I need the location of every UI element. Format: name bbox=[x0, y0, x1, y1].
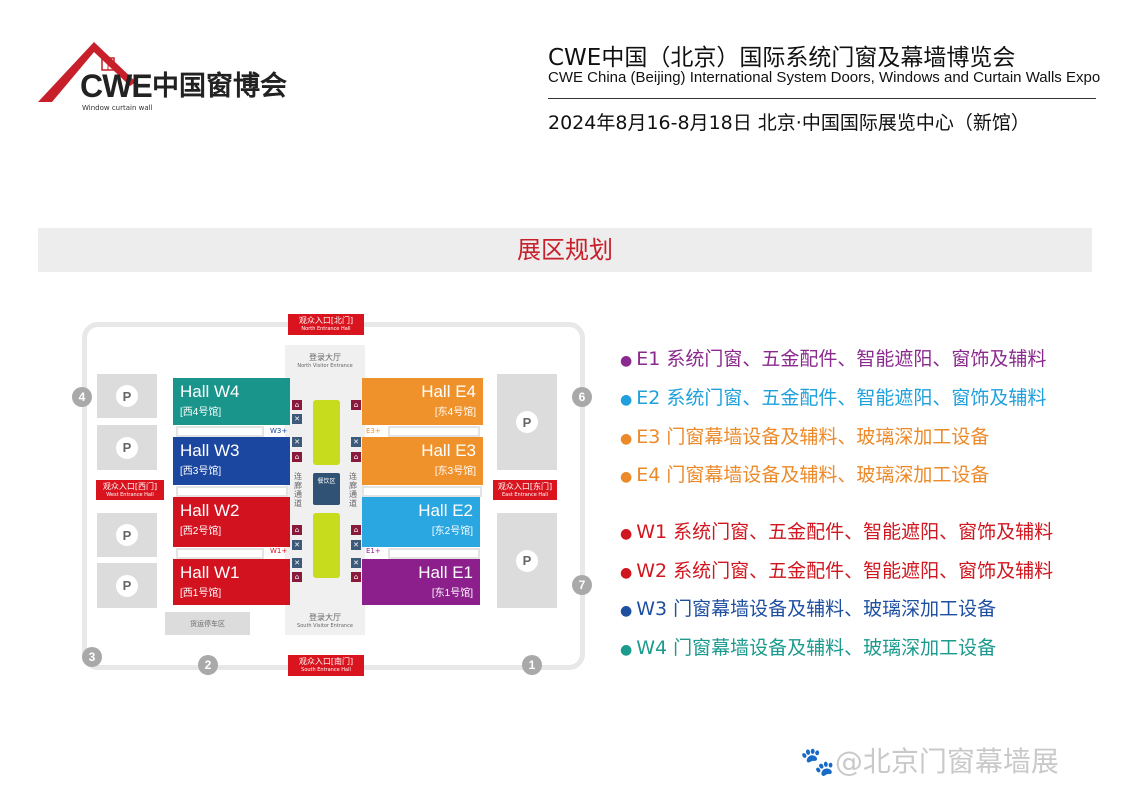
hall-w4[interactable]: Hall W4[西4号馆] bbox=[173, 378, 290, 425]
connector-w1: W1+ bbox=[270, 547, 288, 555]
hall-corridor bbox=[176, 548, 264, 559]
logo-tagline: Window curtain wall bbox=[82, 104, 153, 112]
hall-e4[interactable]: Hall E4[东4号馆] bbox=[362, 378, 483, 425]
gate-marker-1: 1 bbox=[522, 655, 542, 675]
service-icon: ⌂ bbox=[292, 572, 302, 582]
legend-item-e4: ●E4 门窗幕墙设备及辅料、玻璃深加工设备 bbox=[620, 464, 990, 486]
service-icon: ⌂ bbox=[351, 452, 361, 462]
page-subtitle: CWE China (Beijing) International System… bbox=[548, 69, 1101, 86]
hall-corridor bbox=[362, 486, 482, 497]
gate-marker-2: 2 bbox=[198, 655, 218, 675]
parking-icon: P bbox=[116, 436, 138, 459]
service-icon: ⌂ bbox=[292, 452, 302, 462]
corridor-label: 连廊通道 bbox=[349, 472, 357, 508]
logo-brand: CWE bbox=[80, 68, 153, 104]
parking-icon: P bbox=[116, 574, 138, 597]
restroom-icon: ✕ bbox=[292, 414, 302, 424]
legend-item-w4: ●W4 门窗幕墙设备及辅料、玻璃深加工设备 bbox=[620, 637, 997, 659]
service-icon: ⌂ bbox=[292, 525, 302, 535]
restroom-icon: ✕ bbox=[292, 558, 302, 568]
parking-icon: P bbox=[516, 549, 538, 572]
connector-w3: W3+ bbox=[270, 427, 288, 435]
divider bbox=[548, 98, 1096, 99]
hall-w3[interactable]: Hall W3[西3号馆] bbox=[173, 437, 290, 485]
paw-icon: 🐾 bbox=[800, 745, 835, 778]
west-entrance[interactable]: 观众入口[西门]West Entrance Hall bbox=[96, 480, 164, 500]
corridor-label: 连廊通道 bbox=[294, 472, 302, 508]
hall-corridor bbox=[388, 548, 480, 559]
hall-e1[interactable]: Hall E1[东1号馆] bbox=[362, 559, 480, 605]
section-title: 展区规划 bbox=[38, 228, 1092, 272]
hall-w1[interactable]: Hall W1[西1号馆] bbox=[173, 559, 290, 605]
hall-corridor bbox=[176, 426, 264, 437]
parking-icon: P bbox=[116, 385, 138, 407]
north-entrance[interactable]: 观众入口[北门]North Entrance Hall bbox=[288, 314, 364, 335]
legend-item-e3: ●E3 门窗幕墙设备及辅料、玻璃深加工设备 bbox=[620, 426, 990, 448]
parking-lot: P bbox=[97, 563, 157, 608]
legend-item-w3: ●W3 门窗幕墙设备及辅料、玻璃深加工设备 bbox=[620, 598, 997, 620]
rest-area bbox=[313, 400, 340, 465]
gate-marker-4: 4 bbox=[72, 387, 92, 407]
gate-marker-7: 7 bbox=[572, 575, 592, 595]
east-entrance[interactable]: 观众入口[东门]East Entrance Hall bbox=[493, 480, 557, 500]
parking-lot: P bbox=[97, 374, 157, 418]
restroom-icon: ✕ bbox=[292, 437, 302, 447]
legend-item-w2: ●W2 系统门窗、五金配件、智能遮阳、窗饰及辅料 bbox=[620, 560, 1054, 582]
hall-e2[interactable]: Hall E2[东2号馆] bbox=[362, 497, 480, 547]
restroom-icon: ✕ bbox=[351, 540, 361, 550]
rest-area bbox=[313, 513, 340, 578]
logo-roof-icon bbox=[38, 42, 136, 102]
south-entrance[interactable]: 观众入口[南门]South Entrance Hall bbox=[288, 655, 364, 676]
parking-icon: P bbox=[516, 411, 538, 433]
legend-item-w1: ●W1 系统门窗、五金配件、智能遮阳、窗饰及辅料 bbox=[620, 521, 1054, 543]
connector-e1: E1+ bbox=[366, 547, 381, 555]
parking-lot: P bbox=[97, 425, 157, 470]
hall-w2[interactable]: Hall W2[西2号馆] bbox=[173, 497, 290, 547]
parking-lot: P bbox=[497, 513, 557, 608]
gate-marker-3: 3 bbox=[82, 647, 102, 667]
dining-area: 餐饮区 bbox=[313, 473, 340, 505]
legend-item-e1: ●E1 系统门窗、五金配件、智能遮阳、窗饰及辅料 bbox=[620, 348, 1047, 370]
parking-lot: P bbox=[97, 513, 157, 557]
service-icon: ⌂ bbox=[351, 525, 361, 535]
event-date: 2024年8月16-8月18日 北京·中国国际展览中心（新馆） bbox=[548, 112, 1030, 134]
hall-e3[interactable]: Hall E3[东3号馆] bbox=[362, 437, 483, 485]
parking-lot: P bbox=[497, 374, 557, 470]
bus-lot: 货运停车区 bbox=[165, 612, 250, 635]
restroom-icon: ✕ bbox=[351, 558, 361, 568]
logo-cn: 中国窗博会 bbox=[152, 71, 287, 102]
restroom-icon: ✕ bbox=[351, 437, 361, 447]
service-icon: ⌂ bbox=[351, 400, 361, 410]
parking-icon: P bbox=[116, 524, 138, 546]
service-icon: ⌂ bbox=[292, 400, 302, 410]
restroom-icon: ✕ bbox=[292, 540, 302, 550]
gate-marker-6: 6 bbox=[572, 387, 592, 407]
hall-corridor bbox=[388, 426, 480, 437]
page-title: CWE中国（北京）国际系统门窗及幕墙博览会 bbox=[548, 45, 1016, 71]
legend-item-e2: ●E2 系统门窗、五金配件、智能遮阳、窗饰及辅料 bbox=[620, 387, 1047, 409]
service-icon: ⌂ bbox=[351, 572, 361, 582]
connector-e3: E3+ bbox=[366, 427, 381, 435]
watermark: 🐾@北京门窗幕墙展 bbox=[800, 745, 1059, 778]
hall-corridor bbox=[176, 486, 288, 497]
